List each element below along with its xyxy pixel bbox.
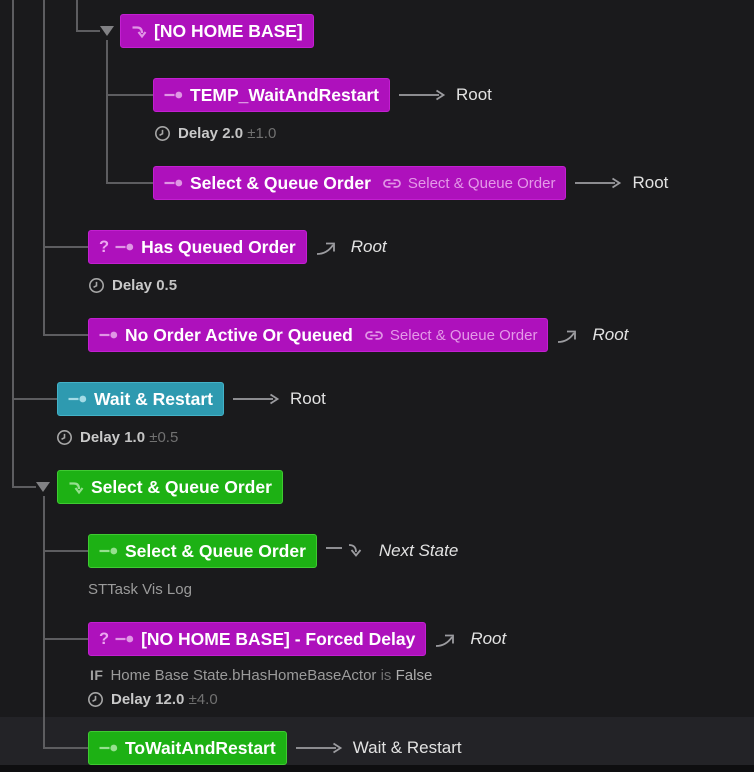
tree-line [106,40,108,184]
state-node-temp-waitandrestart[interactable]: TEMP_WaitAndRestart [153,78,390,112]
arrow-right-icon [232,392,281,406]
tree-line [12,486,36,488]
state-node-select-queue-order-linked[interactable]: Select & Queue Order Select & Queue Orde… [153,166,567,200]
tree-line [43,334,88,336]
linked-state-label: Select & Queue Order [407,174,556,192]
tree-line [43,246,88,248]
state-label: Select & Queue Order [190,172,371,193]
linked-state: Select & Queue Order [364,326,538,344]
state-label: Select & Queue Order [91,476,272,497]
task-icon [68,393,87,405]
transition-target: Root [455,85,492,104]
state-label: No Order Active Or Queued [125,324,353,345]
state-node-no-order-active-or-queued[interactable]: No Order Active Or Queued Select & Queue… [88,318,549,352]
transition: Root [557,325,628,345]
state-node-select-queue-order[interactable]: Select & Queue Order [57,470,283,504]
condition-question-icon: ? [99,237,110,256]
tree-line [106,94,153,96]
state-node-wait-restart[interactable]: Wait & Restart [57,382,224,416]
tree-line [43,550,88,552]
panel-bottom-edge [0,765,754,772]
arrow-next-state-icon [325,543,370,560]
state-label: Wait & Restart [94,388,213,409]
link-icon [382,177,402,190]
state-label: Select & Queue Order [125,540,306,561]
tree-line [106,182,153,184]
delay-detail: Delay 2.0 ±1.0 [154,122,276,144]
delay-detail: Delay 12.0 ±4.0 [87,688,218,710]
transition: Wait & Restart [295,738,462,758]
clock-icon [88,277,105,294]
transition-target: Root [289,389,326,408]
arrow-up-right-icon [316,238,342,257]
task-icon [164,177,183,189]
task-icon [115,241,134,253]
arrow-right-icon [575,176,623,190]
tree-line [43,496,45,749]
transition: Root [435,629,506,649]
expander-icon[interactable] [36,482,50,492]
arrow-right-icon [398,88,447,102]
clock-icon [87,691,104,708]
transition-target: Root [632,173,669,192]
selector-icon [68,480,84,495]
transition: Root [398,85,492,105]
linked-state-label: Select & Queue Order [389,326,538,344]
transition: Root [316,237,387,257]
task-icon [99,742,118,754]
state-label: TEMP_WaitAndRestart [190,84,379,105]
tree-line [43,638,88,640]
tree-line [76,30,100,32]
state-label: [NO HOME BASE] [154,20,303,41]
link-icon [364,329,384,342]
arrow-up-right-icon [435,630,461,649]
state-node-select-queue-order-task[interactable]: Select & Queue Order [88,534,317,568]
transition: Root [232,389,326,409]
arrow-up-right-icon [557,326,583,345]
task-icon [99,329,118,341]
state-node-has-queued-order[interactable]: ? Has Queued Order [88,230,307,264]
transition-target: Root [470,629,507,648]
task-detail: STTask Vis Log [88,580,192,598]
transition-target: Root [350,237,387,256]
tree-line [43,747,88,749]
expander-icon[interactable] [100,26,114,36]
state-label: ToWaitAndRestart [125,737,276,758]
tree-line [76,0,78,31]
tree-line [43,0,45,336]
clock-icon [154,125,171,142]
state-label: [NO HOME BASE] - Forced Delay [141,628,416,649]
state-label: Has Queued Order [141,236,296,257]
transition: Next State [325,541,459,561]
transition-target: Next State [378,541,459,560]
task-icon [115,633,134,645]
state-node-no-home-base[interactable]: [NO HOME BASE] [120,14,314,48]
state-node-no-home-base-forced-delay[interactable]: ? [NO HOME BASE] - Forced Delay [88,622,427,656]
condition-detail: IF Home Base State.bHasHomeBaseActor is … [90,666,433,684]
task-icon [164,89,183,101]
transition-target: Wait & Restart [352,738,462,757]
clock-icon [56,429,73,446]
transition-target: Root [592,325,629,344]
transition: Root [575,173,668,193]
tree-line [12,398,57,400]
delay-detail: Delay 1.0 ±0.5 [56,426,178,448]
linked-state: Select & Queue Order [382,174,556,192]
arrow-right-icon [295,741,344,755]
condition-question-icon: ? [99,629,110,648]
delay-detail: Delay 0.5 [88,274,177,296]
tree-line [12,0,14,488]
state-node-to-wait-and-restart[interactable]: ToWaitAndRestart [88,731,287,765]
task-icon [99,545,118,557]
selector-icon [131,24,147,39]
